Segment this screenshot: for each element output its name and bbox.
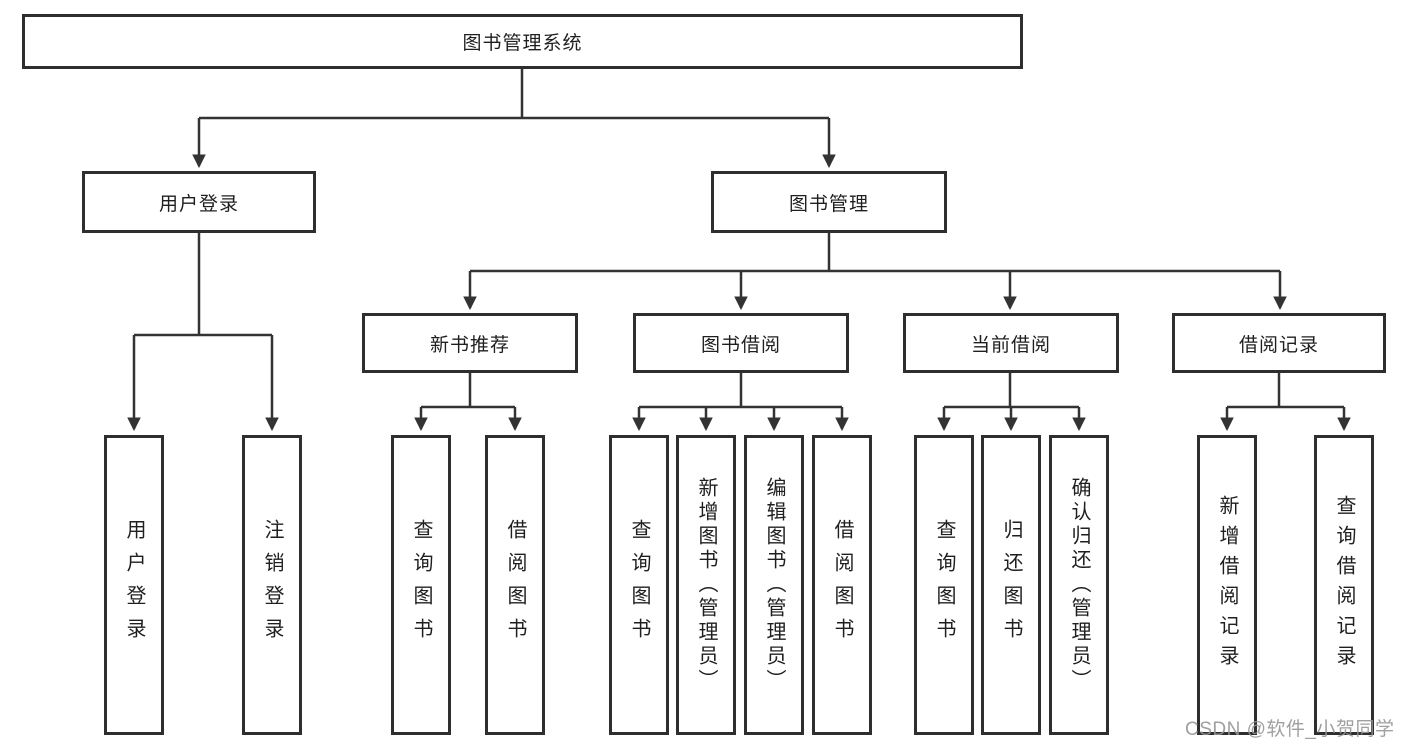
node-label: 用户登录 bbox=[123, 519, 145, 651]
node-label: 查询图书 bbox=[410, 519, 432, 651]
leaf-confirm-return-admin: 确认归还（管理员） bbox=[1049, 435, 1109, 735]
leaf-add-books-admin: 新增图书（管理员） bbox=[676, 435, 736, 735]
leaf-logout: 注销登录 bbox=[242, 435, 302, 735]
node-label: 注销登录 bbox=[261, 519, 283, 651]
node-label: 编辑图书（管理员） bbox=[763, 477, 785, 693]
connector-newbooks-children bbox=[414, 373, 522, 432]
node-label: 新书推荐 bbox=[429, 334, 510, 356]
node-label: 当前借阅 bbox=[970, 334, 1051, 356]
node-current-borrow: 当前借阅 bbox=[903, 313, 1119, 373]
connector-root-to-level2 bbox=[192, 68, 836, 169]
node-label: 图书借阅 bbox=[700, 334, 781, 356]
node-label: 新增图书（管理员） bbox=[695, 477, 717, 693]
leaf-borrow-books: 借阅图书 bbox=[812, 435, 872, 735]
node-label: 借阅记录 bbox=[1238, 334, 1319, 356]
node-user-login-group: 用户登录 bbox=[82, 171, 316, 233]
connector-current-children bbox=[937, 373, 1086, 432]
node-label: 查询借阅记录 bbox=[1333, 495, 1355, 675]
connector-bookmgmt-to-level3 bbox=[463, 233, 1287, 311]
node-borrow-records: 借阅记录 bbox=[1172, 313, 1386, 373]
node-label: 图书管理 bbox=[788, 193, 869, 215]
connector-borrow-children bbox=[632, 373, 849, 432]
node-label: 借阅图书 bbox=[504, 519, 526, 651]
leaf-query-borrow-record: 查询借阅记录 bbox=[1314, 435, 1374, 735]
connector-userlogin-children bbox=[127, 233, 279, 432]
node-new-book-recommend: 新书推荐 bbox=[362, 313, 578, 373]
node-label: 归还图书 bbox=[1000, 519, 1022, 651]
leaf-user-login: 用户登录 bbox=[104, 435, 164, 735]
node-label: 确认归还（管理员） bbox=[1068, 477, 1090, 693]
leaf-query-books-current: 查询图书 bbox=[914, 435, 974, 735]
leaf-query-books-recommend: 查询图书 bbox=[391, 435, 451, 735]
node-label: 查询图书 bbox=[628, 519, 650, 651]
node-label: 借阅图书 bbox=[831, 519, 853, 651]
leaf-query-books-borrow: 查询图书 bbox=[609, 435, 669, 735]
node-label: 新增借阅记录 bbox=[1216, 495, 1238, 675]
csdn-watermark: CSDN @软件_小贺同学 bbox=[1185, 719, 1395, 740]
node-system-root: 图书管理系统 bbox=[22, 14, 1023, 69]
leaf-borrow-books-recommend: 借阅图书 bbox=[485, 435, 545, 735]
node-book-management: 图书管理 bbox=[711, 171, 947, 233]
connector-records-children bbox=[1220, 373, 1351, 432]
node-label: 查询图书 bbox=[933, 519, 955, 651]
node-label: 图书管理系统 bbox=[462, 33, 583, 54]
leaf-return-books: 归还图书 bbox=[981, 435, 1041, 735]
leaf-edit-books-admin: 编辑图书（管理员） bbox=[744, 435, 804, 735]
leaf-add-borrow-record: 新增借阅记录 bbox=[1197, 435, 1257, 735]
node-book-borrow: 图书借阅 bbox=[633, 313, 849, 373]
node-label: 用户登录 bbox=[158, 193, 239, 215]
